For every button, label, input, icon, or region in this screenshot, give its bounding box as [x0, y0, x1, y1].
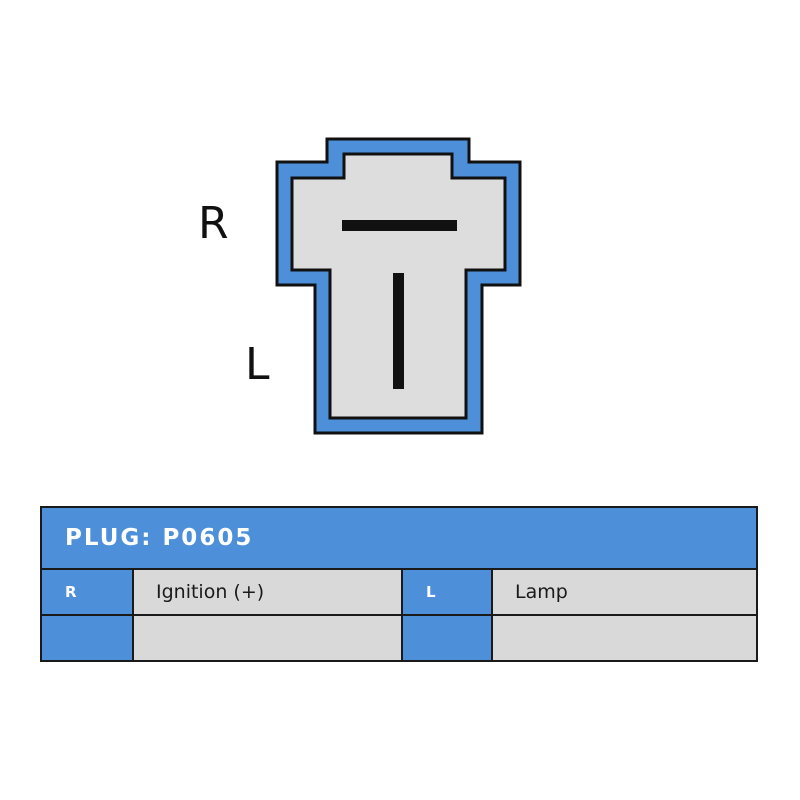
- pin-description-cell: Lamp: [491, 570, 756, 614]
- pin-cell: [42, 616, 132, 660]
- terminal-r-blade: [342, 220, 457, 231]
- terminal-l-blade: [393, 273, 404, 389]
- connector-diagram: [275, 137, 522, 435]
- pin-cell: L: [401, 570, 491, 614]
- table-row: [42, 614, 756, 660]
- plug-table-header: PLUG: P0605: [42, 508, 756, 570]
- pin-description-cell: [132, 616, 401, 660]
- pin-label-r: R: [198, 198, 229, 249]
- pin-description-cell: Ignition (+): [132, 570, 401, 614]
- plug-table: PLUG: P0605 R Ignition (+) L Lamp: [40, 506, 758, 662]
- table-row: R Ignition (+) L Lamp: [42, 570, 756, 614]
- pin-label-l: L: [245, 339, 270, 390]
- plug-title: PLUG: P0605: [65, 525, 254, 551]
- pin-description-cell: [491, 616, 756, 660]
- pin-cell: R: [42, 570, 132, 614]
- pin-cell: [401, 616, 491, 660]
